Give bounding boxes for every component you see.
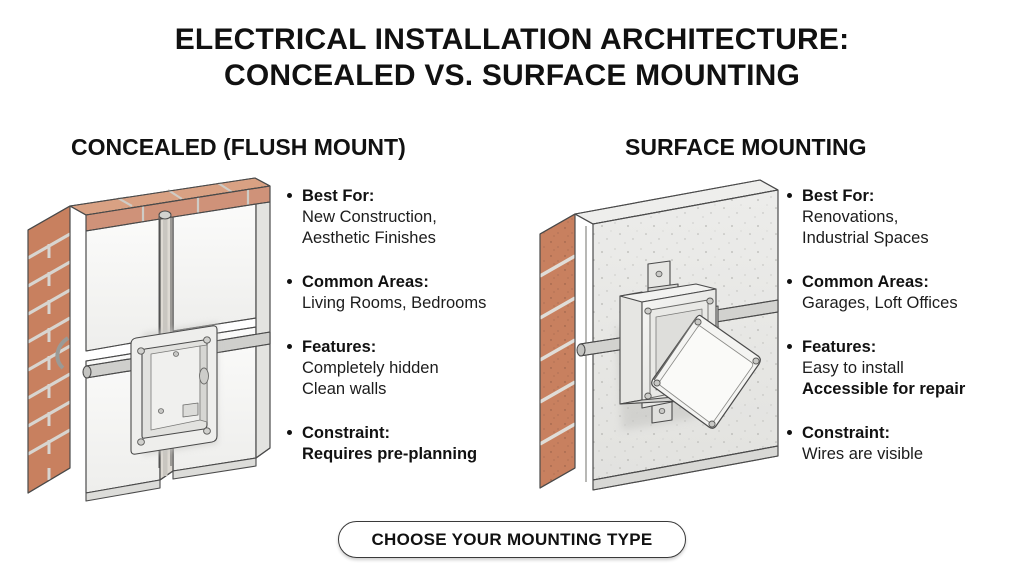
flush-mount-electrical-box	[130, 325, 218, 455]
bullet-text: Renovations,	[802, 208, 899, 226]
bullet-label: Common Areas:	[802, 273, 929, 291]
bullet-text: Wires are visible	[802, 445, 924, 463]
list-item: Common Areas: Living Rooms, Bedrooms	[286, 272, 536, 314]
bullet-text: New Construction,	[302, 208, 437, 226]
bullet-dot-icon	[787, 279, 792, 284]
surface-mount-illustration	[539, 179, 779, 491]
bullet-dot-icon	[287, 193, 292, 198]
section-heading-surface: SURFACE MOUNTING	[625, 134, 867, 160]
bullet-text: Clean walls	[302, 380, 387, 398]
wall-bottom-edge	[85, 457, 257, 502]
choose-mounting-type-button[interactable]: CHOOSE YOUR MOUNTING TYPE	[338, 521, 686, 558]
cta-button-label: CHOOSE YOUR MOUNTING TYPE	[371, 529, 653, 549]
bullet-dot-icon	[787, 344, 792, 349]
brick-side-face	[27, 205, 71, 494]
list-item: Features: Completely hidden Clean walls	[286, 337, 536, 400]
bullet-text: Accessible for repair	[802, 380, 966, 398]
drywall-panel-upper-left	[85, 218, 161, 352]
list-item: Constraint: Wires are visible	[786, 423, 1024, 465]
bullet-text: Industrial Spaces	[802, 229, 929, 247]
bullet-label: Common Areas:	[302, 273, 429, 291]
bullet-dot-icon	[287, 430, 292, 435]
bullet-label: Best For:	[802, 187, 875, 205]
title-line-2: CONCEALED VS. SURFACE MOUNTING	[223, 59, 801, 92]
page-title: ELECTRICAL INSTALLATION ARCHITECTURE: CO…	[0, 22, 1024, 94]
wall-right-edge	[255, 201, 271, 459]
bullet-text: Garages, Loft Offices	[802, 294, 958, 312]
bullet-text: Living Rooms, Bedrooms	[302, 294, 487, 312]
bullet-dot-icon	[787, 430, 792, 435]
brick-wall-edge	[539, 213, 576, 489]
bullet-dot-icon	[287, 279, 292, 284]
section-heading-concealed: CONCEALED (FLUSH MOUNT)	[71, 134, 406, 160]
brick-top-face	[69, 177, 271, 232]
bullet-label: Features:	[302, 338, 377, 356]
wall-bottom-edge-right	[592, 445, 779, 491]
list-item: Common Areas: Garages, Loft Offices	[786, 272, 1024, 314]
list-item: Features: Easy to install Accessible for…	[786, 337, 1024, 400]
conduit-bend	[55, 336, 70, 370]
feature-list-concealed: Best For: New Construction, Aesthetic Fi…	[286, 186, 536, 465]
title-line-1: ELECTRICAL INSTALLATION ARCHITECTURE:	[174, 23, 850, 56]
bullet-text: Aesthetic Finishes	[302, 229, 436, 247]
bullet-label: Features:	[802, 338, 877, 356]
concealed-mount-illustration	[27, 177, 271, 502]
bullet-dot-icon	[787, 193, 792, 198]
bullet-label: Constraint:	[802, 424, 890, 442]
bullet-text: Completely hidden	[302, 359, 439, 377]
bullet-text: Easy to install	[802, 359, 904, 377]
list-item: Best For: Renovations, Industrial Spaces	[786, 186, 1024, 249]
drywall-panel-upper-right	[172, 203, 257, 332]
bullet-label: Constraint:	[302, 424, 390, 442]
list-item: Best For: New Construction, Aesthetic Fi…	[286, 186, 536, 249]
feature-list-surface: Best For: Renovations, Industrial Spaces…	[786, 186, 1024, 465]
hinged-cover-plate	[651, 314, 761, 429]
bullet-text: Requires pre-planning	[302, 445, 478, 463]
bullet-dot-icon	[287, 344, 292, 349]
list-item: Constraint: Requires pre-planning	[286, 423, 536, 465]
bullet-label: Best For:	[302, 187, 375, 205]
